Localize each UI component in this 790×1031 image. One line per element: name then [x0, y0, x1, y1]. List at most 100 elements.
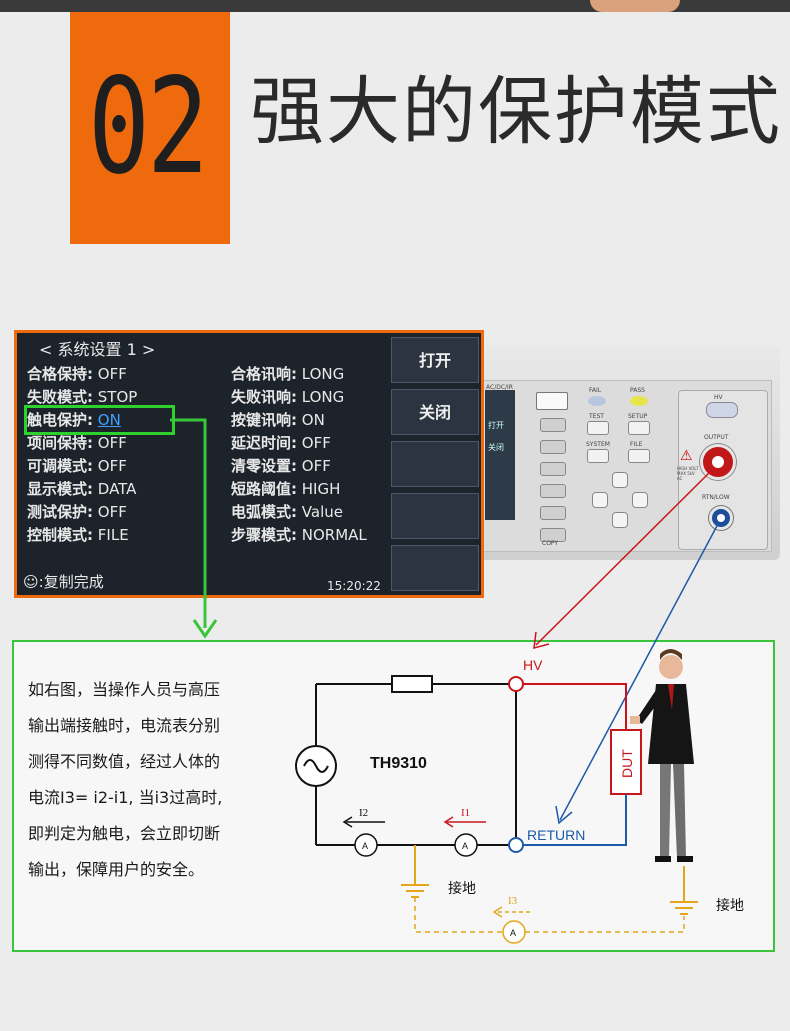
dpad-right[interactable]	[632, 492, 648, 508]
value-control-mode[interactable]: FILE	[97, 526, 129, 544]
system-key[interactable]	[587, 449, 609, 463]
value-short-threshold[interactable]: HIGH	[301, 480, 341, 498]
label-shock-protect: 触电保护:	[27, 411, 93, 429]
warning-text: HIGH VOLT MAX 5kV AC	[677, 466, 699, 481]
softkey-3[interactable]	[391, 441, 479, 487]
section-number-box	[70, 12, 230, 244]
label-display-mode: 显示模式:	[27, 480, 93, 498]
value-fail-mode[interactable]: STOP	[97, 388, 138, 406]
softkey-5[interactable]	[391, 545, 479, 591]
ammeter-i3-label: A	[510, 928, 516, 938]
setup-key[interactable]	[628, 421, 650, 435]
hv-wire	[523, 683, 627, 730]
setup-label: SETUP	[628, 413, 648, 420]
section-number: 02	[88, 50, 209, 204]
rtn-label: RTN/LOW	[702, 494, 730, 501]
open-button[interactable]: 打开	[391, 337, 479, 383]
device-softkey-1[interactable]	[540, 418, 566, 432]
device-softkey-4[interactable]	[540, 484, 566, 498]
rtn-jack[interactable]	[709, 506, 733, 530]
value-key-beep[interactable]: ON	[301, 411, 325, 429]
value-shock-protect[interactable]: ON	[97, 411, 121, 429]
label-fail-mode: 失败模式:	[27, 388, 93, 406]
clock: 15:20:22	[327, 579, 381, 593]
label-fail-beep: 失败讯响:	[231, 388, 297, 406]
label-short-threshold: 短路阈值:	[231, 480, 297, 498]
fuse	[391, 675, 433, 693]
dut-label: DUT	[619, 749, 635, 778]
device-softkey-3[interactable]	[540, 462, 566, 476]
close-button[interactable]: 关闭	[391, 389, 479, 435]
output-label: OUTPUT	[704, 434, 729, 441]
dpad-down[interactable]	[612, 512, 628, 528]
value-display-mode[interactable]: DATA	[97, 480, 137, 498]
device-side-label-close: 关闭	[488, 443, 504, 452]
model-label: TH9310	[370, 755, 427, 772]
return-label: RETURN	[527, 827, 585, 843]
return-wire	[523, 794, 627, 846]
pass-led	[630, 396, 648, 406]
value-zero-setting[interactable]: OFF	[301, 457, 331, 475]
test-label: TEST	[589, 413, 604, 420]
hv-terminal	[508, 676, 524, 692]
value-test-protect[interactable]: OFF	[97, 503, 127, 521]
description-line: 测得不同数值，经过人体的	[28, 752, 221, 771]
dpad-up[interactable]	[612, 472, 628, 488]
i3-label: I3	[508, 895, 518, 907]
value-adjust-mode[interactable]: OFF	[97, 457, 127, 475]
return-terminal	[508, 837, 524, 853]
label-step-mode: 步骤模式:	[231, 526, 297, 544]
description-line: 如右图，当操作人员与高压	[28, 680, 221, 699]
pass-label: PASS	[630, 387, 645, 394]
i2-label: I2	[359, 807, 368, 819]
value-pass-beep[interactable]: LONG	[301, 365, 345, 383]
screen-title[interactable]: < 系统设置 1 >	[39, 340, 156, 359]
value-arc-mode[interactable]: Value	[301, 503, 343, 521]
ground2-label: 接地	[716, 897, 744, 914]
label-test-protect: 测试保护:	[27, 503, 93, 521]
label-pass-beep: 合格讯响:	[231, 365, 297, 383]
value-step-hold[interactable]: OFF	[97, 434, 127, 452]
hv-label: HV	[714, 394, 723, 401]
softkey-4[interactable]	[391, 493, 479, 539]
value-step-mode[interactable]: NORMAL	[301, 526, 367, 544]
label-step-hold: 项间保持:	[27, 434, 93, 452]
description-line: 即判定为触电，会立即切断	[28, 824, 221, 843]
device-softkey-2[interactable]	[540, 440, 566, 454]
hv-key[interactable]	[706, 402, 738, 418]
value-fail-beep[interactable]: LONG	[301, 388, 345, 406]
i3-loop	[414, 897, 503, 933]
hv-lead-line	[535, 469, 713, 646]
value-pass-hold[interactable]: OFF	[97, 365, 127, 383]
top-bar-accent	[590, 0, 680, 12]
fail-led	[588, 396, 606, 406]
description: 如右图，当操作人员与高压 输出端接触时，电流表分别 测得不同数值，经过人体的 电…	[28, 672, 298, 888]
device-side-screen	[485, 390, 515, 520]
system-label: SYSTEM	[586, 441, 610, 448]
i2-arrowhead	[342, 816, 353, 828]
device-softkey-6[interactable]	[540, 528, 566, 542]
label-adjust-mode: 可调模式:	[27, 457, 93, 475]
green-arrowhead	[192, 619, 218, 639]
label-control-mode: 控制模式:	[27, 526, 93, 544]
usb-port	[536, 392, 568, 410]
circuit-diagram-box	[12, 640, 775, 952]
i1-arrowhead	[443, 816, 454, 828]
settings-screen: < 系统设置 1 > 合格保持: OFF 合格讯响: LONG 失败模式: ST…	[14, 330, 484, 598]
green-connector	[170, 418, 207, 628]
smile-icon: ☺	[23, 573, 39, 591]
label-pass-hold: 合格保持:	[27, 365, 93, 383]
value-delay-time[interactable]: OFF	[301, 434, 331, 452]
copy-label: COPY	[542, 540, 559, 547]
fail-label: FAIL	[589, 387, 602, 394]
i1-label: I1	[461, 807, 470, 819]
device-softkey-5[interactable]	[540, 506, 566, 520]
test-key[interactable]	[587, 421, 609, 435]
file-key[interactable]	[628, 449, 650, 463]
rtn-lead-arrowhead	[555, 805, 573, 825]
device-top-label: AC/DC/IR	[486, 384, 513, 391]
dpad-left[interactable]	[592, 492, 608, 508]
hv-output-jack[interactable]	[700, 444, 736, 480]
label-key-beep: 按键讯响:	[231, 411, 297, 429]
